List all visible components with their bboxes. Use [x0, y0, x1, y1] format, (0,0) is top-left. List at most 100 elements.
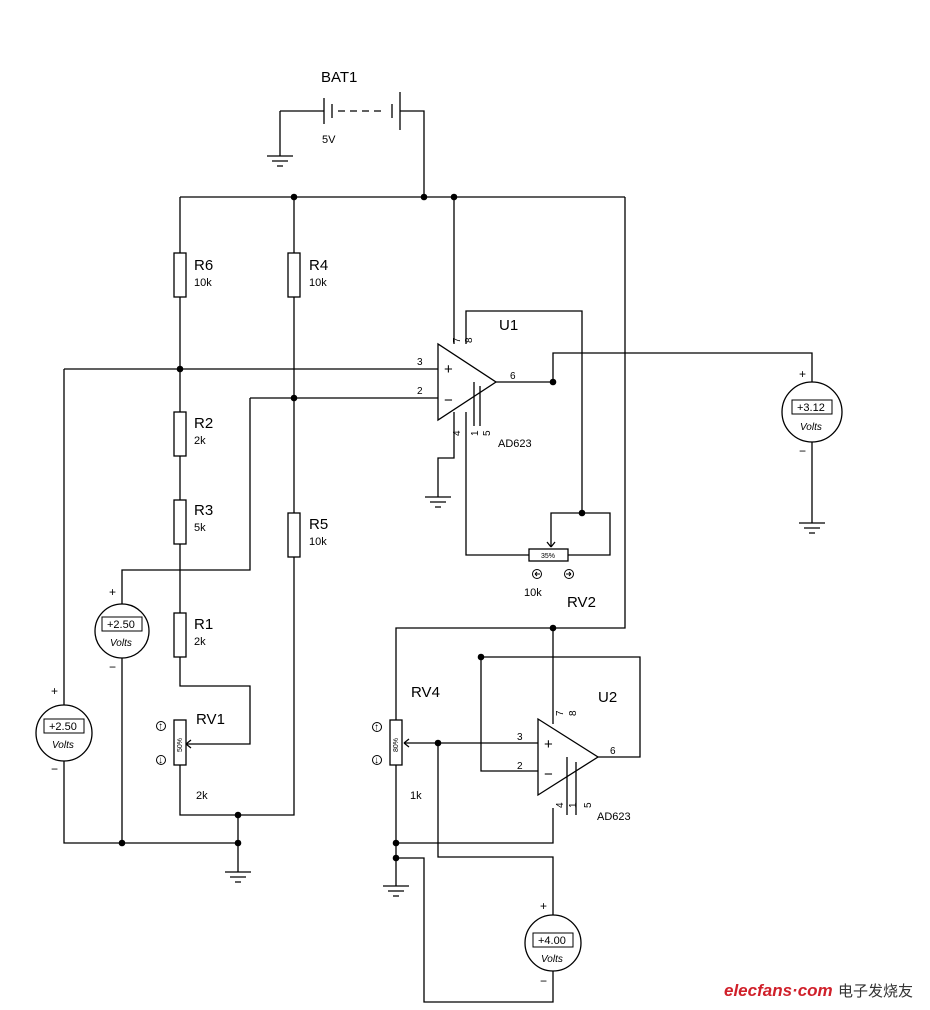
up-arrow-icon: ↑	[158, 721, 163, 732]
pin-label: 2	[517, 761, 523, 772]
pot-value: 10k	[524, 587, 542, 599]
ground-icon	[425, 496, 451, 508]
meter-reading: +2.50	[49, 721, 77, 733]
watermark-chinese: 电子发烧友	[838, 983, 913, 1000]
amp-name: U1	[499, 317, 518, 334]
pin-label: 2	[417, 386, 423, 397]
resistor-value: 10k	[309, 277, 327, 289]
plus-sign: +	[444, 361, 453, 378]
meter-reading: +2.50	[107, 619, 135, 631]
amp-part: AD623	[597, 811, 631, 823]
pin-label: 6	[610, 746, 616, 757]
pin-label: 7	[452, 337, 463, 343]
resistor-name: R5	[309, 516, 328, 533]
increment-icon[interactable]	[372, 722, 382, 732]
ground-icon	[225, 871, 251, 883]
resistor-r3[interactable]: R3 5k	[173, 499, 213, 545]
resistor-name: R1	[194, 616, 213, 633]
pot-setting: 50%	[177, 738, 184, 752]
pin-label: 7	[555, 710, 566, 716]
meter-minus: −	[51, 762, 58, 776]
pin-label: 3	[417, 357, 423, 368]
plus-sign: +	[544, 736, 553, 753]
pin-label: 1	[470, 430, 481, 436]
resistor-r1[interactable]: R1 2k	[173, 612, 213, 658]
pin-label: 4	[452, 430, 463, 436]
resistor-r4[interactable]: R4 10k	[287, 252, 328, 298]
resistor-value: 2k	[194, 636, 206, 648]
ground-icon	[799, 522, 825, 534]
minus-sign: −	[444, 392, 453, 409]
instrumentation-amp-u1[interactable]: + − 3 2 6 7 8 4 1 5 U1 AD623	[417, 317, 532, 450]
potentiometer-rv1[interactable]: 50% ↑ ↓ RV1 2k	[156, 711, 225, 802]
pot-value: 1k	[410, 790, 422, 802]
increment-icon[interactable]	[564, 569, 574, 579]
meter-unit: Volts	[52, 740, 74, 751]
meter-minus: −	[799, 444, 806, 458]
up-arrow-icon: ↑	[374, 722, 379, 733]
instrumentation-amp-u2[interactable]: + − 3 2 6 7 8 4 1 5 U2 AD623	[517, 689, 631, 823]
watermark-logo: elecfans·com 电子发烧友	[724, 981, 913, 1000]
minus-sign: −	[544, 766, 553, 783]
pot-name: RV4	[411, 684, 440, 701]
pot-name: RV1	[196, 711, 225, 728]
pin-label: 3	[517, 732, 523, 743]
meter-reading: +4.00	[538, 935, 566, 947]
pin-label: 5	[482, 430, 493, 436]
pot-value: 2k	[196, 790, 208, 802]
resistor-r5[interactable]: R5 10k	[287, 512, 328, 558]
potentiometer-rv4[interactable]: 80% ↑ ↓ RV4 1k	[372, 684, 440, 802]
down-arrow-icon: ↓	[374, 755, 379, 766]
down-arrow-icon: ↓	[158, 755, 163, 766]
meter-unit: Volts	[110, 638, 132, 649]
voltmeter-output[interactable]: +3.12 Volts + −	[781, 367, 843, 458]
pin-label: 8	[568, 710, 579, 716]
resistor-name: R4	[309, 257, 328, 274]
pin-label: 8	[464, 337, 475, 343]
ground-icon	[267, 155, 293, 167]
meter-plus: +	[540, 899, 547, 913]
pot-setting: 80%	[393, 738, 400, 752]
meter-plus: +	[799, 367, 806, 381]
pot-name: RV2	[567, 594, 596, 611]
voltmeter-middle[interactable]: +2.50 Volts + −	[94, 585, 150, 674]
meter-minus: −	[109, 660, 116, 674]
resistor-value: 10k	[194, 277, 212, 289]
ground-icon	[383, 885, 409, 897]
battery-bat1[interactable]: BAT1 5V	[321, 69, 401, 146]
pin-label: 6	[510, 371, 516, 382]
battery-name: BAT1	[321, 69, 357, 86]
increment-icon[interactable]	[156, 721, 166, 731]
wires	[63, 110, 813, 1003]
resistor-name: R2	[194, 415, 213, 432]
resistor-value: 10k	[309, 536, 327, 548]
junction-dots	[118, 193, 586, 862]
meter-minus: −	[540, 974, 547, 988]
decrement-icon[interactable]	[532, 569, 542, 579]
resistor-r6[interactable]: R6 10k	[173, 252, 213, 298]
voltmeter-reference[interactable]: +4.00 Volts + −	[524, 899, 582, 988]
pin-label: 5	[583, 802, 594, 808]
ground-symbols	[225, 155, 825, 897]
amp-part: AD623	[498, 438, 532, 450]
pin-label: 4	[555, 802, 566, 808]
meter-plus: +	[109, 585, 116, 599]
resistor-value: 5k	[194, 522, 206, 534]
decrement-icon[interactable]	[156, 755, 166, 765]
meter-unit: Volts	[800, 422, 822, 433]
decrement-icon[interactable]	[372, 755, 382, 765]
resistor-name: R3	[194, 502, 213, 519]
resistor-r2[interactable]: R2 2k	[173, 411, 213, 457]
resistor-name: R6	[194, 257, 213, 274]
watermark-brand: elecfans·com	[724, 981, 833, 1000]
amp-name: U2	[598, 689, 617, 706]
battery-value: 5V	[322, 134, 336, 146]
pin-label: 1	[568, 802, 579, 808]
meter-plus: +	[51, 684, 58, 698]
meter-unit: Volts	[541, 954, 563, 965]
meter-reading: +3.12	[797, 402, 825, 414]
pot-setting: 35%	[541, 553, 555, 560]
voltmeter-left[interactable]: +2.50 Volts + −	[35, 684, 93, 776]
potentiometer-rv2[interactable]: 35% 10k RV2	[524, 541, 596, 611]
